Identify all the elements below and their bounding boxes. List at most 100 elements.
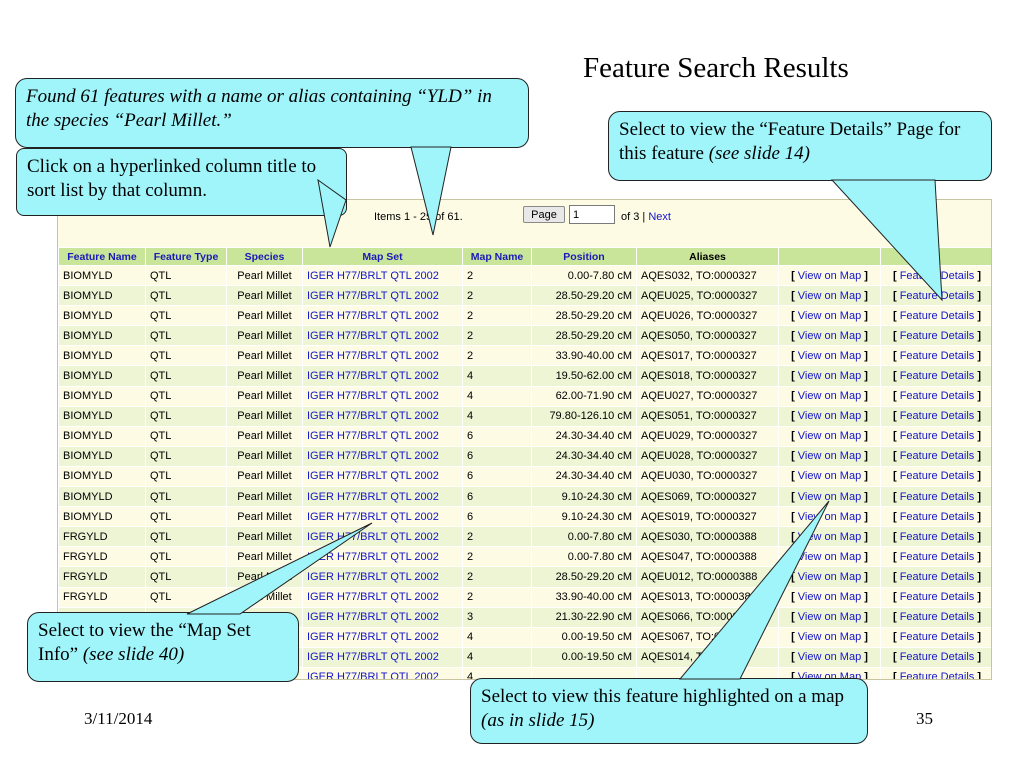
map-set-link[interactable]: IGER H77/BRLT QTL 2002 [307,309,439,322]
map-name-cell-td: 4 [462,646,532,668]
view-on-map-link[interactable]: View on Map [797,450,862,463]
map-set-link[interactable]: IGER H77/BRLT QTL 2002 [307,289,439,302]
species-cell-td: Pearl Millet [226,425,303,447]
feature-details-link[interactable]: Feature Details [899,651,975,664]
feature-details-link[interactable]: Feature Details [899,329,975,342]
view-on-map-link[interactable]: View on Map [797,269,862,282]
map-set-link[interactable]: IGER H77/BRLT QTL 2002 [307,370,439,383]
view-on-map-link-cell: [ View on Map ] [778,345,881,367]
close-bracket: ] [977,591,982,604]
view-on-map-link[interactable]: View on Map [797,510,862,523]
column-header-map-name[interactable]: Map Name [462,247,532,266]
map-set-link[interactable]: IGER H77/BRLT QTL 2002 [307,611,439,624]
open-bracket: [ [791,410,795,423]
view-on-map-link[interactable]: View on Map [797,390,862,403]
view-on-map-link[interactable]: View on Map [797,309,862,322]
column-header-feature-name[interactable]: Feature Name [58,247,146,266]
map-set-link[interactable]: IGER H77/BRLT QTL 2002 [307,570,439,583]
view-on-map-link[interactable]: View on Map [797,611,862,624]
view-on-map-link[interactable]: View on Map [797,651,862,664]
feature-details-link[interactable]: Feature Details [899,289,975,302]
map-name-cell: 4 [467,410,474,423]
feature-details-link[interactable]: Feature Details [899,510,975,523]
feature-details-link[interactable]: Feature Details [899,430,975,443]
view-on-map-link[interactable]: View on Map [797,349,862,362]
sort-hint-callout: Click on a hyperlinked column title to s… [16,148,347,216]
map-set-link[interactable]: IGER H77/BRLT QTL 2002 [307,651,439,664]
map-set-link[interactable]: IGER H77/BRLT QTL 2002 [307,349,439,362]
map-set-link[interactable]: IGER H77/BRLT QTL 2002 [307,329,439,342]
view-on-map-link[interactable]: View on Map [797,470,862,483]
view-on-map-link[interactable]: View on Map [797,550,862,563]
feature-details-link[interactable]: Feature Details [899,570,975,583]
aliases-cell: AQES047, TO:0000388 [641,550,757,563]
close-bracket: ] [864,390,868,403]
feature-details-link-cell: [ Feature Details ] [880,506,991,528]
map-set-link[interactable]: IGER H77/BRLT QTL 2002 [307,490,439,503]
view-on-map-link-cell: [ View on Map ] [778,385,881,407]
map-set-link[interactable]: IGER H77/BRLT QTL 2002 [307,631,439,644]
feature-details-link[interactable]: Feature Details [899,309,975,322]
species-cell-td: Pearl Millet [226,365,303,387]
feature-details-link[interactable]: Feature Details [899,390,975,403]
feature-details-link-cell: [ Feature Details ] [880,365,991,387]
results-table: Feature Name Feature Type Species Map Se… [58,247,991,680]
page-button[interactable]: Page [523,206,565,223]
feature-details-link[interactable]: Feature Details [899,550,975,563]
view-on-map-link[interactable]: View on Map [797,329,862,342]
view-on-map-link[interactable]: View on Map [797,490,862,503]
map-set-link[interactable]: IGER H77/BRLT QTL 2002 [307,430,439,443]
feature-details-link[interactable]: Feature Details [899,591,975,604]
view-on-map-link[interactable]: View on Map [797,430,862,443]
open-bracket: [ [892,349,897,362]
column-header-species[interactable]: Species [226,247,303,266]
view-on-map-link[interactable]: View on Map [797,570,862,583]
page-total-label: of 3 | [621,211,646,223]
view-on-map-link[interactable]: View on Map [797,671,862,680]
position-cell-td: 19.50-62.00 cM [531,365,637,387]
map-set-link[interactable]: IGER H77/BRLT QTL 2002 [307,530,439,543]
view-on-map-link[interactable]: View on Map [797,410,862,423]
map-set-link[interactable]: IGER H77/BRLT QTL 2002 [307,450,439,463]
view-on-map-link[interactable]: View on Map [797,370,862,383]
close-bracket: ] [977,510,982,523]
feature-details-link[interactable]: Feature Details [899,631,975,644]
feature-details-link[interactable]: Feature Details [899,349,975,362]
map-set-link[interactable]: IGER H77/BRLT QTL 2002 [307,591,439,604]
feature-details-link[interactable]: Feature Details [899,410,975,423]
feature-details-link[interactable]: Feature Details [899,450,975,463]
map-set-link[interactable]: IGER H77/BRLT QTL 2002 [307,671,439,680]
feature-details-link[interactable]: Feature Details [899,530,975,543]
map-set-link[interactable]: IGER H77/BRLT QTL 2002 [307,390,439,403]
view-on-map-link[interactable]: View on Map [797,591,862,604]
map-name-cell: 2 [467,550,474,563]
feature-details-link[interactable]: Feature Details [899,269,975,282]
view-on-map-link[interactable]: View on Map [797,530,862,543]
column-header-feature-type[interactable]: Feature Type [145,247,227,266]
map-set-link[interactable]: IGER H77/BRLT QTL 2002 [307,550,439,563]
map-name-cell-td: 4 [462,385,532,407]
feature-details-link[interactable]: Feature Details [899,470,975,483]
map-set-link[interactable]: IGER H77/BRLT QTL 2002 [307,470,439,483]
view-on-map-link[interactable]: View on Map [797,289,862,302]
column-header-position[interactable]: Position [531,247,637,266]
open-bracket: [ [791,651,795,664]
feature-details-link[interactable]: Feature Details [899,671,975,680]
aliases-cell-td: AQES032, TO:0000327 [636,264,779,287]
position-cell: 33.90-40.00 cM [555,349,632,362]
feature-type-cell: QTL [150,349,172,362]
map-set-link[interactable]: IGER H77/BRLT QTL 2002 [307,510,439,523]
feature-details-link[interactable]: Feature Details [899,490,975,503]
feature-details-link[interactable]: Feature Details [899,370,975,383]
feature-name-cell-td: FRGYLD [58,526,146,548]
view-on-map-link[interactable]: View on Map [797,631,862,644]
map-set-link[interactable]: IGER H77/BRLT QTL 2002 [307,269,439,282]
close-bracket: ] [864,611,868,624]
column-header-map-set[interactable]: Map Set [302,247,463,266]
page-number-input[interactable] [569,205,615,224]
feature-type-cell-td: QTL [145,566,227,588]
next-page-link[interactable]: Next [648,211,671,223]
map-set-link[interactable]: IGER H77/BRLT QTL 2002 [307,410,439,423]
feature-details-link[interactable]: Feature Details [899,611,975,624]
